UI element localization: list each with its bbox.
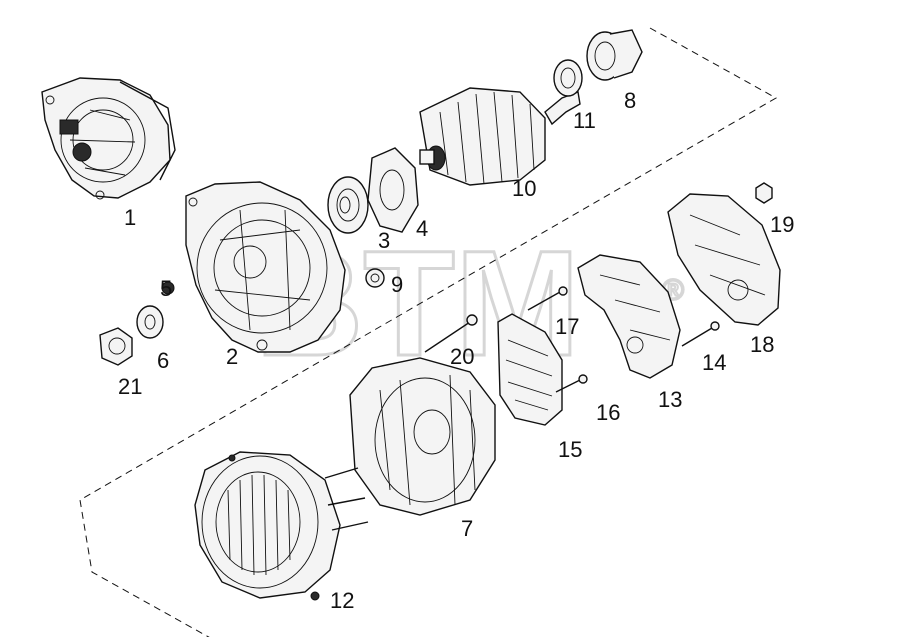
callout-11: 11	[573, 108, 596, 133]
part-rear-housing	[194, 451, 369, 601]
callout-5: 5	[160, 276, 172, 301]
part-regulator-screw-long	[527, 286, 568, 311]
callout-15: 15	[558, 437, 582, 462]
callout-6: 6	[157, 348, 169, 373]
part-bearing-cap	[586, 29, 643, 81]
part-rectifier	[577, 254, 681, 379]
part-voltage-regulator	[497, 313, 563, 426]
callout-17: 17	[555, 314, 579, 339]
callout-20: 20	[450, 344, 474, 369]
part-stator	[349, 357, 496, 516]
callout-labels: 1 2 3 4 5 6 7 8 9 10 11 12 13 14 15 16 1…	[118, 88, 794, 613]
part-rotor	[419, 87, 581, 186]
callout-4: 4	[416, 216, 428, 241]
part-bearing	[327, 176, 369, 234]
part-retaining-plate	[367, 147, 419, 233]
part-rectifier-screw	[681, 321, 720, 347]
callout-12: 12	[330, 588, 354, 613]
callout-10: 10	[512, 176, 536, 201]
callout-16: 16	[596, 400, 620, 425]
part-pulley-nut	[99, 327, 133, 366]
part-washer	[136, 305, 164, 339]
part-screw-small	[161, 281, 175, 295]
callout-7: 7	[461, 516, 473, 541]
part-cover-nut	[755, 182, 773, 204]
callout-8: 8	[624, 88, 636, 113]
callout-14: 14	[702, 350, 726, 375]
callout-3: 3	[378, 228, 390, 253]
callout-18: 18	[750, 332, 774, 357]
part-alternator-assembly	[41, 77, 176, 200]
callout-2: 2	[226, 344, 238, 369]
part-slip-ring-bearing	[553, 59, 583, 97]
callout-19: 19	[770, 212, 794, 237]
part-regulator-screw-short	[555, 374, 588, 393]
part-front-housing	[185, 181, 346, 353]
part-rear-cover	[667, 193, 781, 326]
part-small-nut	[365, 268, 385, 288]
callout-9: 9	[391, 272, 403, 297]
callout-21: 21	[118, 374, 142, 399]
assembly-boundary	[79, 27, 778, 637]
part-through-bolt	[424, 314, 478, 353]
callout-1: 1	[124, 205, 136, 230]
callout-13: 13	[658, 387, 682, 412]
